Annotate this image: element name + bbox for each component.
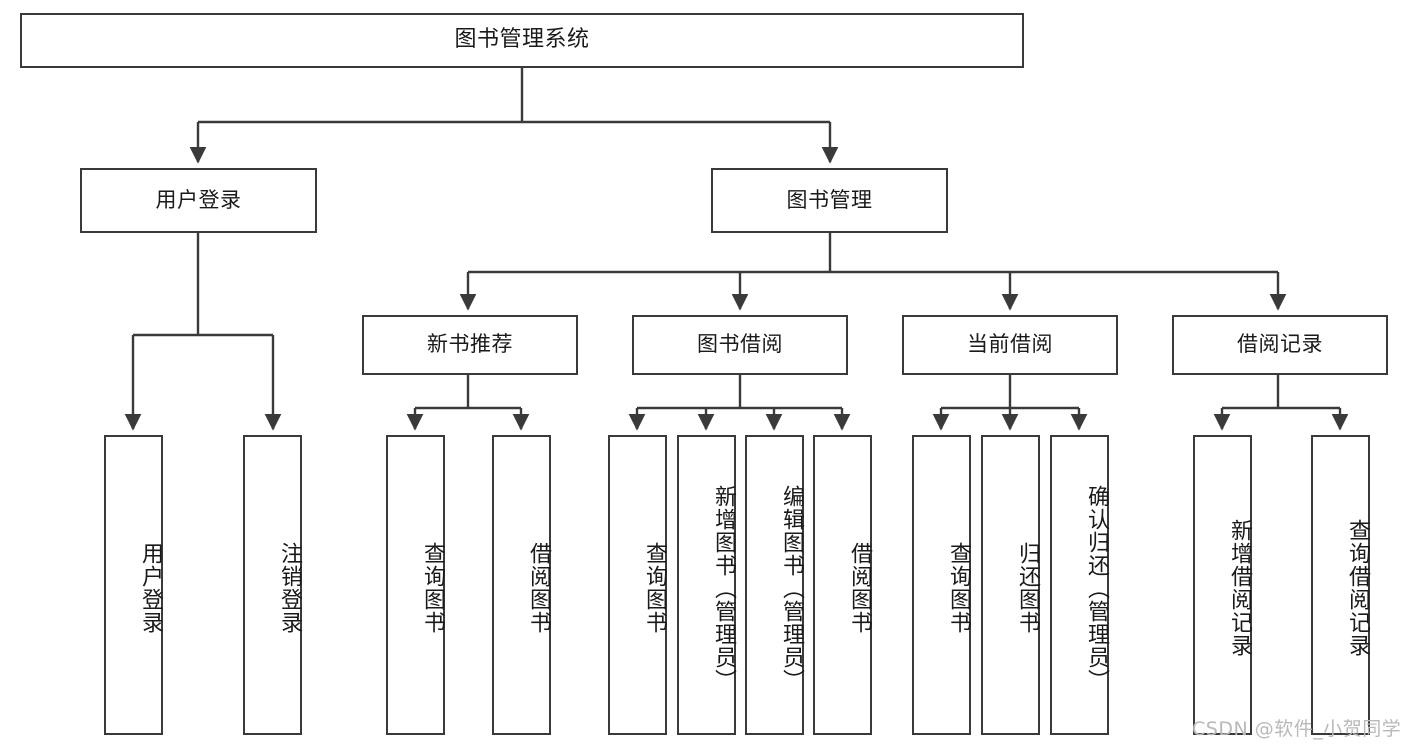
node-leaf-query-record-label: 查询借阅记录 [1345, 519, 1370, 657]
watermark-text: CSDN @软件_小贺同学 [1192, 718, 1402, 740]
node-leaf-query-book-1-label: 查询图书 [420, 542, 445, 634]
node-leaf-return-book[interactable]: 归还图书 [981, 435, 1040, 735]
node-root[interactable]: 图书管理系统 [20, 13, 1024, 68]
node-root-label: 图书管理系统 [454, 27, 590, 53]
node-leaf-add-book[interactable]: 新增图书（管理员） [677, 435, 736, 735]
node-borrow-record-label: 借阅记录 [1237, 332, 1323, 357]
node-current-borrow[interactable]: 当前借阅 [902, 315, 1118, 375]
node-borrow-record[interactable]: 借阅记录 [1172, 315, 1388, 375]
node-leaf-query-book-2[interactable]: 查询图书 [608, 435, 667, 735]
node-leaf-add-record-label: 新增借阅记录 [1227, 519, 1252, 657]
node-current-borrow-label: 当前借阅 [967, 332, 1053, 357]
node-leaf-borrow-book-1[interactable]: 借阅图书 [492, 435, 551, 735]
node-leaf-confirm-return[interactable]: 确认归还（管理员） [1050, 435, 1109, 735]
node-leaf-confirm-return-label: 确认归还（管理员） [1084, 484, 1109, 692]
node-book-borrow-label: 图书借阅 [697, 332, 783, 357]
node-leaf-user-login-label: 用户登录 [138, 542, 163, 634]
node-leaf-add-record[interactable]: 新增借阅记录 [1193, 435, 1252, 735]
node-leaf-borrow-book-1-label: 借阅图书 [526, 542, 551, 634]
node-book-manage[interactable]: 图书管理 [711, 168, 948, 233]
node-user-login[interactable]: 用户登录 [80, 168, 317, 233]
node-leaf-query-book-2-label: 查询图书 [642, 542, 667, 634]
watermark: CSDN @软件_小贺同学 [1192, 714, 1401, 741]
node-leaf-query-book-1[interactable]: 查询图书 [386, 435, 445, 735]
node-leaf-query-book-3[interactable]: 查询图书 [912, 435, 971, 735]
node-book-manage-label: 图书管理 [786, 187, 873, 212]
node-leaf-logout-login[interactable]: 注销登录 [243, 435, 302, 735]
node-leaf-edit-book[interactable]: 编辑图书（管理员） [745, 435, 804, 735]
node-leaf-query-book-3-label: 查询图书 [946, 542, 971, 634]
node-leaf-user-login[interactable]: 用户登录 [104, 435, 163, 735]
node-book-borrow[interactable]: 图书借阅 [632, 315, 848, 375]
node-new-book-rec[interactable]: 新书推荐 [362, 315, 578, 375]
node-leaf-logout-login-label: 注销登录 [277, 542, 302, 634]
node-leaf-query-record[interactable]: 查询借阅记录 [1311, 435, 1370, 735]
node-leaf-return-book-label: 归还图书 [1015, 542, 1040, 634]
node-leaf-add-book-label: 新增图书（管理员） [711, 484, 736, 692]
node-leaf-borrow-book-2-label: 借阅图书 [847, 542, 872, 634]
node-leaf-borrow-book-2[interactable]: 借阅图书 [813, 435, 872, 735]
node-new-book-rec-label: 新书推荐 [427, 332, 513, 357]
node-user-login-label: 用户登录 [155, 187, 242, 212]
node-leaf-edit-book-label: 编辑图书（管理员） [779, 484, 804, 692]
